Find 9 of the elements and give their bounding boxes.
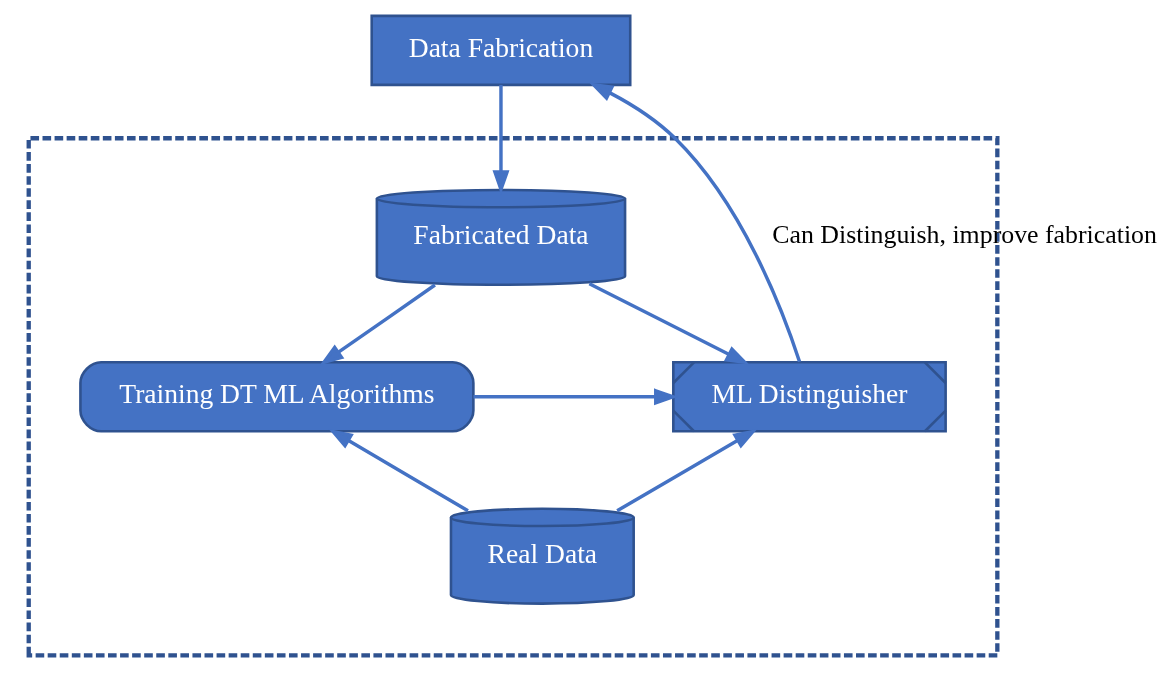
edge-label: Can Distinguish, improve fabrication: [772, 220, 1157, 250]
arrow: [492, 84, 510, 195]
arrow: [589, 82, 802, 363]
arrow: [616, 428, 758, 513]
arrow: [319, 283, 436, 366]
arrow: [328, 428, 469, 513]
node-box: Data Fabrication: [370, 14, 632, 87]
arrow: [588, 282, 750, 365]
node-box: Training DT ML Algorithms: [79, 361, 475, 433]
